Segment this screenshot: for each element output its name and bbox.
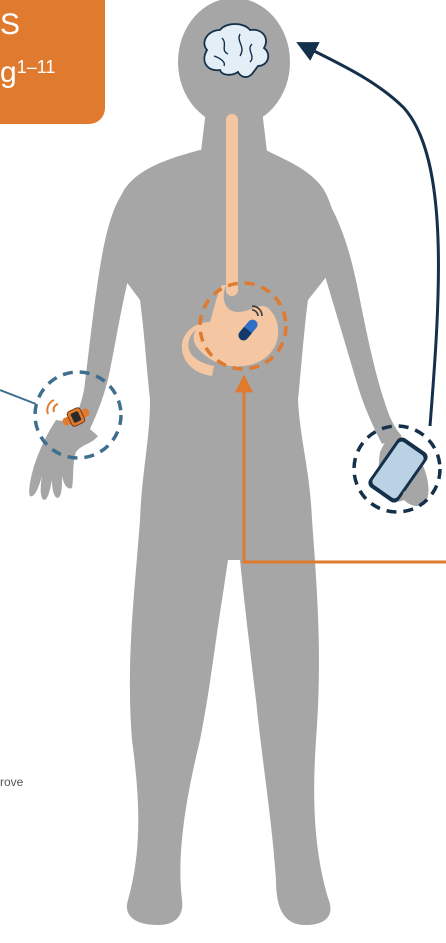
right-arm xyxy=(316,185,402,444)
torso-and-legs xyxy=(110,150,338,925)
cropped-caption-text: rove xyxy=(0,775,23,789)
left-hand xyxy=(29,420,98,500)
left-arm xyxy=(66,185,136,438)
watch-signal-icon xyxy=(47,400,58,414)
watch-connector-line xyxy=(0,390,36,404)
